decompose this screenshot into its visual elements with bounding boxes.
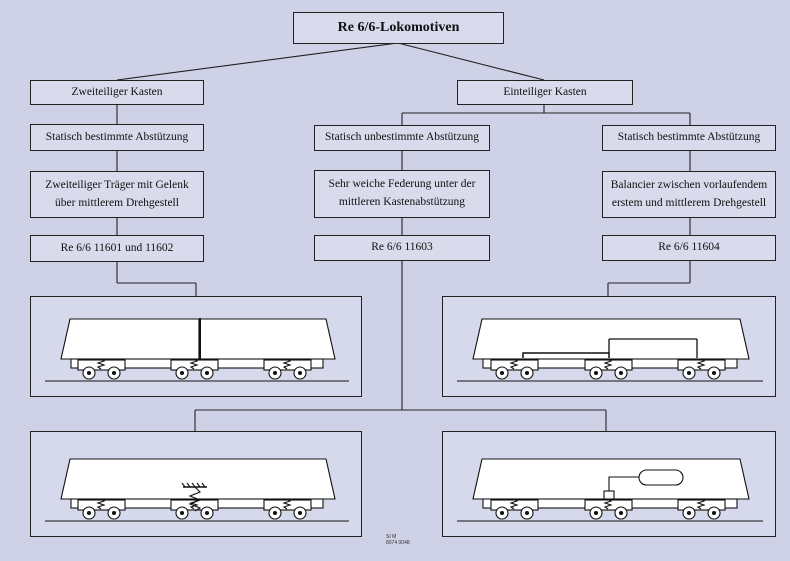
diagram-panel-soft-spring	[30, 431, 362, 537]
zweiteiliger-kasten-box: Zweiteiliger Kasten	[30, 80, 204, 105]
middle-federung-box: Sehr weiche Federung unter der mittleren…	[314, 170, 490, 218]
right-nummer-box: Re 6/6 11604	[602, 235, 776, 261]
middle-nummer-box: Re 6/6 11603	[314, 235, 490, 261]
locomotive-articulated-illustration	[45, 318, 349, 382]
locomotive-balancier-illustration	[457, 318, 763, 382]
right-balancier-box: Balancier zwischen vorlaufendem erstem u…	[602, 171, 776, 218]
left-traeger-box: Zweiteiliger Träger mit Gelenk über mitt…	[30, 171, 204, 218]
locomotive-balancier-cylinder-illustration	[457, 458, 763, 522]
left-abstuetzung-box: Statisch bestimmte Abstützung	[30, 124, 204, 151]
diagram-panel-balancier	[442, 296, 776, 397]
locomotive-soft-spring-illustration	[45, 458, 349, 522]
middle-abstuetzung-box: Statisch unbestimmte Abstützung	[314, 125, 490, 151]
einteiliger-kasten-box: Einteiliger Kasten	[457, 80, 633, 105]
right-abstuetzung-box: Statisch bestimmte Abstützung	[602, 125, 776, 151]
footnote-reference: SI M 8074 0048	[386, 534, 410, 546]
left-nummer-box: Re 6/6 11601 und 11602	[30, 235, 204, 262]
diagram-panel-balancier-cylinder	[442, 431, 776, 537]
title-box: Re 6/6-Lokomotiven	[293, 12, 504, 44]
diagram-panel-articulated	[30, 296, 362, 397]
